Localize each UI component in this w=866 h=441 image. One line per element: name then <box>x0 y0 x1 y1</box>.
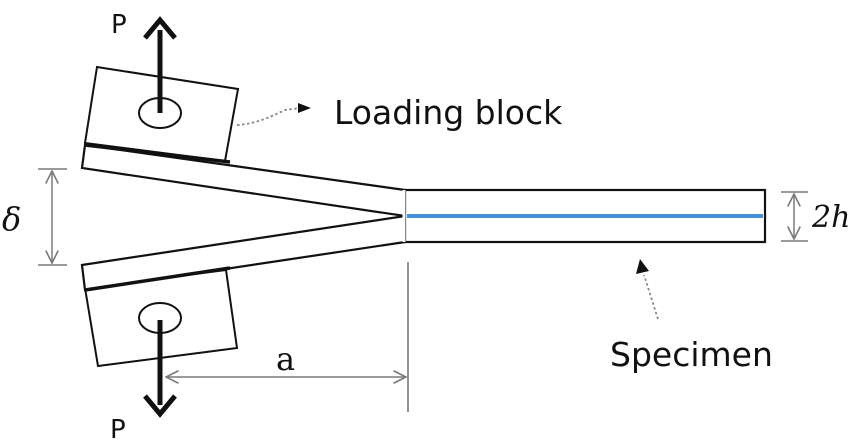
arrow-down-icon <box>143 394 177 418</box>
crack-length-label: a <box>276 340 295 378</box>
specimen-label: Specimen <box>610 335 773 374</box>
top-load-arrow <box>143 16 177 113</box>
specimen-body <box>402 188 767 244</box>
crack-length-dimension <box>166 262 409 412</box>
upper-beam-arm <box>80 143 407 218</box>
load-label-top: P <box>111 10 127 40</box>
bottom-load-arrow <box>143 320 177 418</box>
lower-beam-arm <box>80 214 407 292</box>
loading-block-label: Loading block <box>334 93 563 132</box>
opening-displacement-label: δ <box>2 200 21 238</box>
thickness-label: 2h <box>811 200 850 235</box>
load-label-bottom: P <box>110 415 126 441</box>
specimen-leader <box>636 259 659 320</box>
thickness-dimension <box>781 191 808 242</box>
arrow-up-icon <box>143 16 177 40</box>
loading-block-leader <box>236 103 311 126</box>
opening-displacement-dimension <box>38 168 67 266</box>
